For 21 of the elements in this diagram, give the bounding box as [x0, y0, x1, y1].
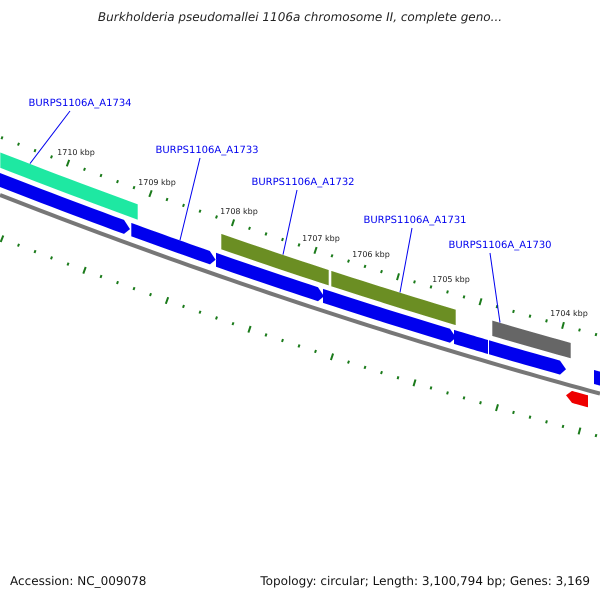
leader-line: [180, 158, 200, 241]
scale-label: 1705 kbp: [432, 276, 470, 285]
title: Burkholderia pseudomallei 1106a chromosome II, complete geno...: [96, 11, 504, 24]
accession-text: Accession: NC_009078: [10, 575, 146, 588]
gene-bar: [130, 222, 216, 266]
gene-label: BURPS1106A_A1733: [155, 145, 259, 156]
gene-label: BURPS1106A_A1734: [28, 98, 132, 109]
scale-label: 1706 kbp: [352, 251, 390, 260]
scale-label: 1708 kbp: [220, 208, 258, 216]
leader-line: [490, 252, 500, 323]
gene-label: BURPS1106A_A1732: [251, 177, 355, 188]
leader-line: [30, 110, 70, 164]
gene-bar: [330, 270, 456, 326]
gene-bar: [492, 320, 572, 360]
genome-info-text: Topology: circular; Length: 3,100,794 bp; Genes: 3,169: [260, 575, 590, 588]
scale-label: 1704 kbp: [550, 310, 588, 319]
leader-line: [400, 228, 412, 293]
scale-label: 1707 kbp: [302, 235, 340, 244]
gene-label: BURPS1106A_A1730: [448, 240, 552, 251]
scale-label: 1710 kbp: [57, 149, 95, 158]
gene-label: BURPS1106A_A1731: [363, 215, 467, 226]
